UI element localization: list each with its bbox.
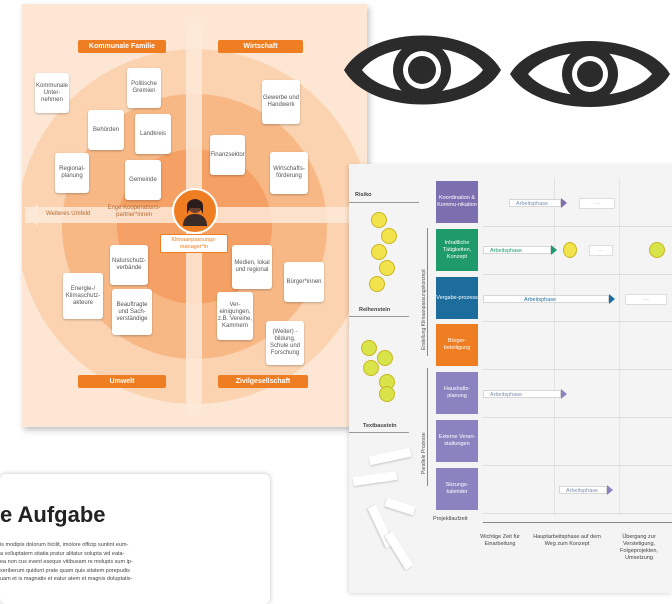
placeholder-card: ..... — [625, 294, 667, 305]
grid-line — [619, 178, 620, 516]
bracket — [427, 368, 428, 486]
manager-avatar — [172, 188, 218, 234]
eye-icon — [340, 18, 505, 123]
star-coin-icon — [649, 242, 665, 258]
row-sticky: Koordination & Kommu-nikation — [436, 181, 478, 223]
star-coin-icon — [363, 360, 379, 376]
timeline-axis — [483, 522, 672, 523]
stakeholder-card: (Weiter) -bildung, Schule und Forschung — [266, 321, 304, 365]
coin-icon — [371, 212, 387, 228]
paragraph-line: xeriberum quidunt prate quam quis sitate… — [0, 567, 130, 574]
category-zivilgesellschaft: Zivilgesellschaft — [218, 375, 308, 388]
row-sticky: Sitzungs-kalender — [436, 468, 478, 510]
divider — [349, 432, 409, 433]
phase-arrow — [609, 294, 615, 304]
grid-line — [483, 513, 672, 514]
divider — [349, 202, 419, 203]
row-sticky: Inhaltliche Tätigkeiten, Konzept — [436, 229, 478, 271]
paragraph-line: a volluptatem sitatia pratur alitatur so… — [0, 550, 125, 557]
row-sticky: Vergabe-prozess — [436, 277, 478, 319]
stakeholder-card: Ver-einigungen, z.B. Vereine, Kammern — [217, 292, 253, 340]
enge-partner-label: Enge Kooperations-partner*innen — [107, 205, 161, 218]
manager-label: Klimaanpassungs-manager*in — [160, 234, 228, 253]
grid-line — [483, 369, 672, 370]
phase-bar: Arbeitsphase — [509, 199, 561, 207]
paragraph-line: uam et is magnatis et eatur atem et magn… — [0, 576, 133, 583]
placeholder-card: ..... — [579, 198, 615, 209]
text-slip — [352, 470, 398, 487]
stakeholder-card: Wirtschafts-förderung — [270, 152, 308, 194]
row-sticky: Haushalts-planung — [436, 372, 478, 414]
coin-icon — [381, 228, 397, 244]
text-card — [0, 474, 270, 604]
row-sticky: Externe Veran-staltungen — [436, 420, 478, 462]
stakeholder-card: Kommunale Unter-nehmen — [35, 73, 69, 113]
phase-bar: Arbeitsphase — [483, 246, 551, 254]
stakeholder-card: Gewerbe und Handwerk — [262, 80, 300, 124]
paragraph-line: ea non cus event eseque vitibusam re mol… — [0, 559, 133, 566]
placeholder-card: ... — [589, 245, 613, 256]
grid-line — [483, 321, 672, 322]
section-reihenstein: Reihenstein — [359, 307, 391, 313]
eye-icon — [508, 24, 672, 124]
category-wirtschaft: Wirtschaft — [218, 40, 303, 53]
stakeholder-card: Finanzsektor — [210, 135, 245, 175]
stakeholder-card: Energie-/ Klimaschutz-akteure — [63, 273, 103, 319]
phase-arrow — [607, 485, 613, 495]
category-umwelt: Umwelt — [78, 375, 166, 388]
grid-line — [554, 178, 555, 516]
stakeholder-card: Landkreis — [135, 114, 171, 154]
grid-line — [483, 226, 672, 227]
weiteres-umfeld-label: Weiteres Umfeld — [46, 211, 91, 217]
stakeholder-card: Beauftragte und Sach-verständige — [112, 289, 152, 335]
stakeholder-card: Behörden — [88, 110, 124, 150]
card-paragraph: is modipis dolorum hicilit, imolore offi… — [0, 541, 210, 584]
coin-icon — [563, 242, 577, 258]
bracket — [427, 228, 428, 356]
phase-bar: Arbeitsphase — [483, 390, 561, 398]
text-slip — [384, 531, 414, 570]
stakeholder-card: Naturschutz-verbände — [110, 245, 148, 285]
star-coin-icon — [379, 386, 395, 402]
grid-line — [483, 274, 672, 275]
divider — [349, 316, 409, 317]
section-textbaustein: Textbaustein — [363, 423, 397, 429]
stakeholder-card: Regional-planung — [55, 153, 89, 193]
grid-line — [483, 465, 672, 466]
timeline-segment: Übergang zur Verstetigung, Folgeprojekte… — [620, 534, 658, 561]
coin-icon — [379, 260, 395, 276]
timeline-segment: Wichtige Zeit für Einarbeitung — [480, 534, 520, 547]
stakeholder-card: Bürger*innen — [284, 262, 324, 302]
stakeholder-card: Politische Gremien — [127, 68, 161, 108]
phase-arrow — [561, 198, 567, 208]
star-coin-icon — [377, 350, 393, 366]
phase-bar: Arbeitsphase — [559, 486, 607, 494]
section-risiko: Risiko — [355, 192, 372, 198]
category-kommunale-familie: Kommunale Familie — [78, 40, 166, 53]
stakeholder-card: Gemeinde — [125, 160, 161, 200]
timeline-label: Projektlaufzeit — [433, 516, 468, 522]
phase-arrow — [551, 245, 557, 255]
stakeholder-map: Kommunale Familie Wirtschaft Umwelt Zivi… — [22, 4, 367, 427]
grid-line — [483, 417, 672, 418]
text-slip — [368, 447, 412, 466]
paragraph-line: is modipis dolorum hicilit, imolore offi… — [0, 542, 129, 548]
coin-icon — [371, 244, 387, 260]
star-coin-icon — [361, 340, 377, 356]
stakeholder-card: Medien, lokal und regional — [232, 245, 272, 289]
phase-arrow — [561, 389, 567, 399]
text-slip — [384, 497, 416, 516]
process-board: Risiko Reihenstein Textbaustein Erstellu… — [349, 164, 672, 593]
card-heading: e Aufgabe — [0, 502, 106, 527]
phase-bar: Arbeitsphase — [483, 295, 609, 303]
row-sticky: Bürger-beteiligung — [436, 324, 478, 366]
coin-icon — [369, 276, 385, 292]
timeline-segment: Hauptarbeitsphase auf dem Weg zum Konzep… — [533, 534, 601, 547]
